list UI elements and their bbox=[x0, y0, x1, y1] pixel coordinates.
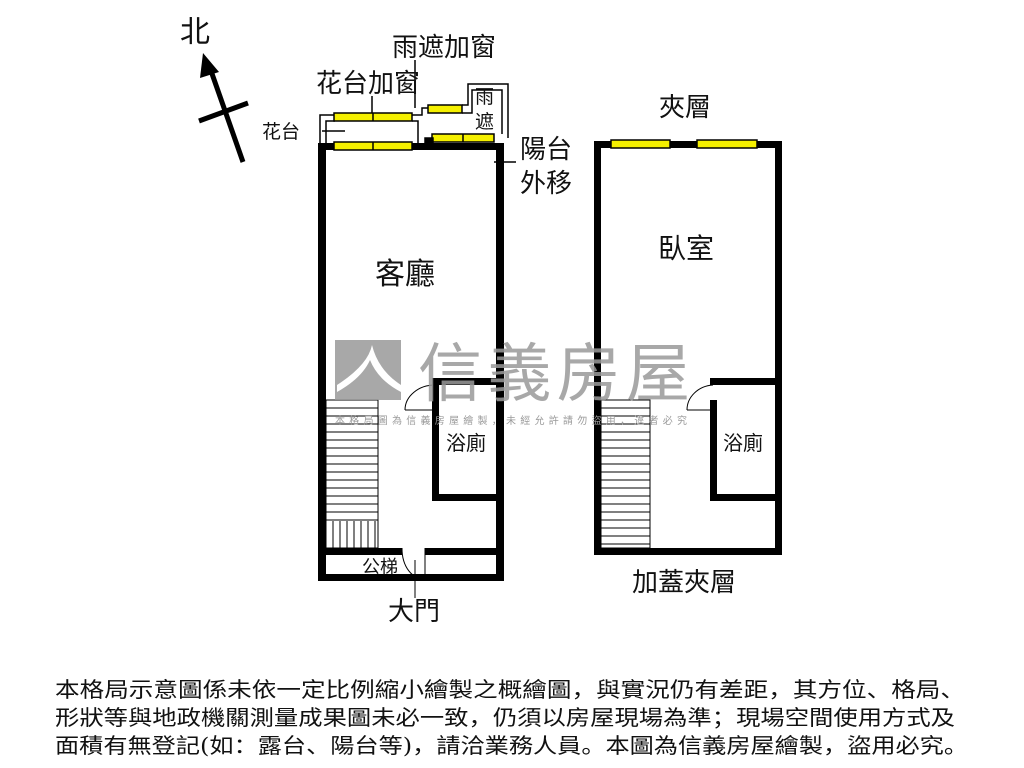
label-mezzanine: 夾層 bbox=[659, 93, 711, 123]
label-main-door: 大門 bbox=[388, 597, 440, 627]
right-unit-walls bbox=[594, 141, 782, 555]
label-bedroom: 臥室 bbox=[658, 232, 714, 265]
label-bathroom-right: 浴廁 bbox=[723, 431, 763, 455]
disclaimer-line: 形狀等與地政機關測量成果圖未必一致，仍須以房屋現場為準；現場空間使用方式及 bbox=[55, 706, 955, 730]
window bbox=[610, 139, 758, 149]
watermark-brand: 信義房屋 bbox=[418, 338, 690, 412]
label-added-mezzanine: 加蓋夾層 bbox=[632, 568, 736, 598]
watermark-logo bbox=[335, 340, 401, 400]
door-swing bbox=[686, 384, 714, 411]
label-balcony-1: 陽台 bbox=[520, 135, 572, 165]
stairs bbox=[600, 399, 651, 549]
disclaimer-line: 本格局示意圖係未依一定比例縮小繪製之概繪圖，與實況仍有差距，其方位、格局、 bbox=[55, 678, 965, 702]
door-swing bbox=[401, 384, 436, 598]
label-balcony-2: 外移 bbox=[520, 169, 572, 199]
planter-outline bbox=[319, 60, 516, 163]
label-rain-cover-1: 雨 bbox=[475, 86, 494, 108]
label-rain-cover-window: 雨遮加窗 bbox=[392, 33, 496, 63]
stairs bbox=[325, 399, 379, 549]
label-living-room: 客廳 bbox=[375, 257, 435, 292]
compass-label: 北 bbox=[180, 15, 210, 50]
label-rain-cover-2: 遮 bbox=[475, 111, 494, 133]
label-planter: 花台 bbox=[262, 121, 300, 143]
window bbox=[333, 104, 495, 151]
stair-tread bbox=[600, 399, 651, 549]
north-arrow-icon bbox=[198, 53, 249, 163]
watermark-notice: 本格局圖為信義房屋繪製，未經允許請勿盜用，違者必究 bbox=[335, 414, 690, 427]
label-public-stairs: 公梯 bbox=[362, 557, 398, 578]
label-planter-window: 花台加窗 bbox=[316, 69, 420, 99]
label-bathroom-left: 浴廁 bbox=[446, 431, 486, 455]
disclaimer-line: 面積有無登記(如：露台、陽台等)，請洽業務人員。本圖為信義房屋繪製，盜用必究。 bbox=[55, 734, 968, 758]
